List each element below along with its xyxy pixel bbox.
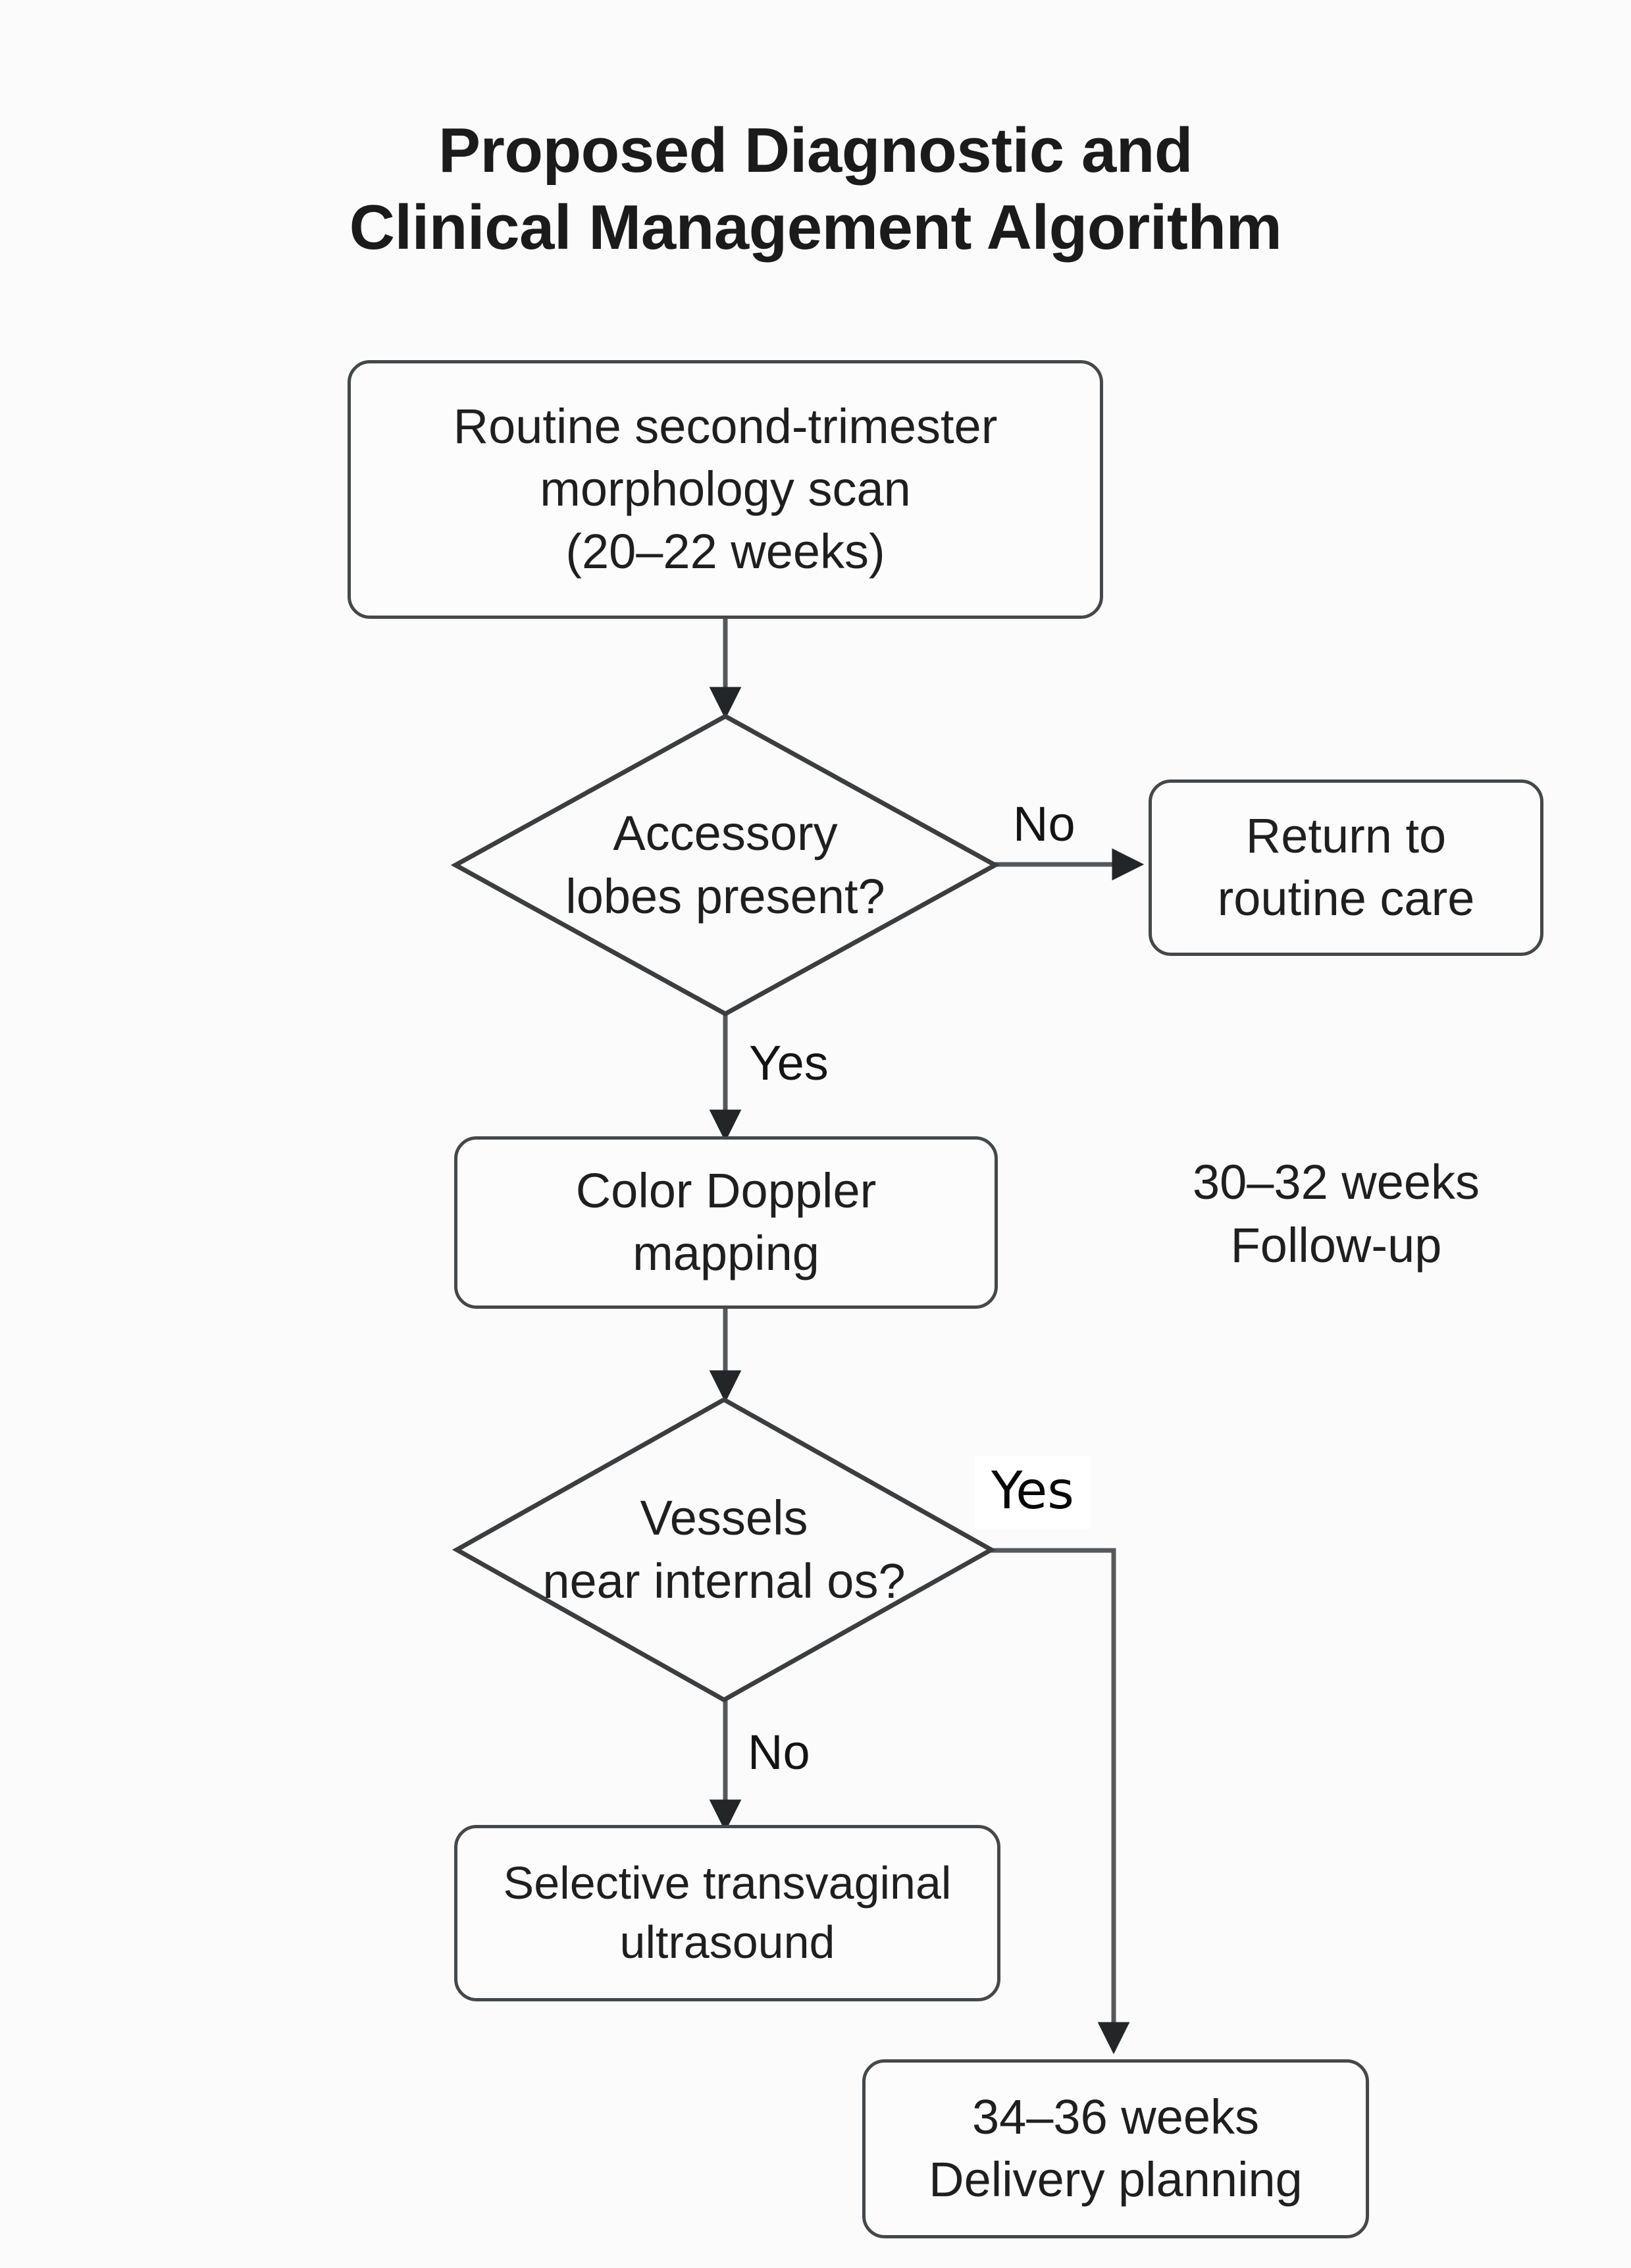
node-selective-transvaginal-ultrasound[interactable]: Selective transvaginal ultrasound bbox=[454, 1825, 1000, 2001]
title-line-1: Proposed Diagnostic and bbox=[438, 115, 1193, 186]
node-morphology-scan-line-1: Routine second-trimester bbox=[453, 399, 998, 454]
node-color-doppler-mapping-line-1: Color Doppler bbox=[575, 1163, 877, 1219]
node-morphology-scan-line-3: (20–22 weeks) bbox=[565, 523, 885, 579]
node-return-to-routine-care-line-2: routine care bbox=[1217, 871, 1475, 926]
page-title: Proposed Diagnostic and Clinical Managem… bbox=[0, 112, 1631, 266]
edge-label-vessels-yes: Yes bbox=[974, 1456, 1091, 1529]
title-line-2: Clinical Management Algorithm bbox=[349, 192, 1282, 263]
annotation-followup-window: 30–32 weeks Follow-up bbox=[1119, 1151, 1553, 1277]
node-transvaginal-ultrasound-line-2: ultrasound bbox=[619, 1916, 835, 1968]
edge-label-lobes-no: No bbox=[1013, 797, 1075, 851]
node-color-doppler-mapping-line-2: mapping bbox=[633, 1226, 819, 1280]
node-return-to-routine-care[interactable]: Return to routine care bbox=[1149, 779, 1543, 956]
vessels-internal-os-diamond-shape bbox=[452, 1396, 997, 1703]
edge-label-vessels-no: No bbox=[748, 1725, 810, 1780]
node-delivery-planning-line-1: 34–36 weeks bbox=[971, 2090, 1260, 2145]
decision-vessels-near-internal-os[interactable]: Vessels near internal os? bbox=[452, 1396, 997, 1703]
accessory-lobes-diamond-shape bbox=[450, 714, 1000, 1016]
decision-accessory-lobes[interactable]: Accessory lobes present? bbox=[450, 714, 1000, 1016]
node-color-doppler-mapping[interactable]: Color Doppler mapping bbox=[454, 1136, 998, 1309]
node-morphology-scan[interactable]: Routine second-trimester morphology scan… bbox=[348, 360, 1103, 619]
node-delivery-planning-line-2: Delivery planning bbox=[929, 2152, 1303, 2207]
edge-vessels-yes-to-delivery bbox=[989, 1548, 1130, 2055]
node-morphology-scan-line-2: morphology scan bbox=[540, 462, 911, 517]
node-delivery-planning[interactable]: 34–36 weeks Delivery planning bbox=[862, 2059, 1369, 2238]
node-transvaginal-ultrasound-line-1: Selective transvaginal bbox=[503, 1857, 952, 1909]
node-return-to-routine-care-line-1: Return to bbox=[1245, 808, 1447, 864]
annotation-followup-line-1: 30–32 weeks bbox=[1192, 1155, 1480, 1209]
annotation-followup-line-2: Follow-up bbox=[1230, 1218, 1442, 1273]
edge-label-lobes-yes: Yes bbox=[749, 1036, 829, 1090]
